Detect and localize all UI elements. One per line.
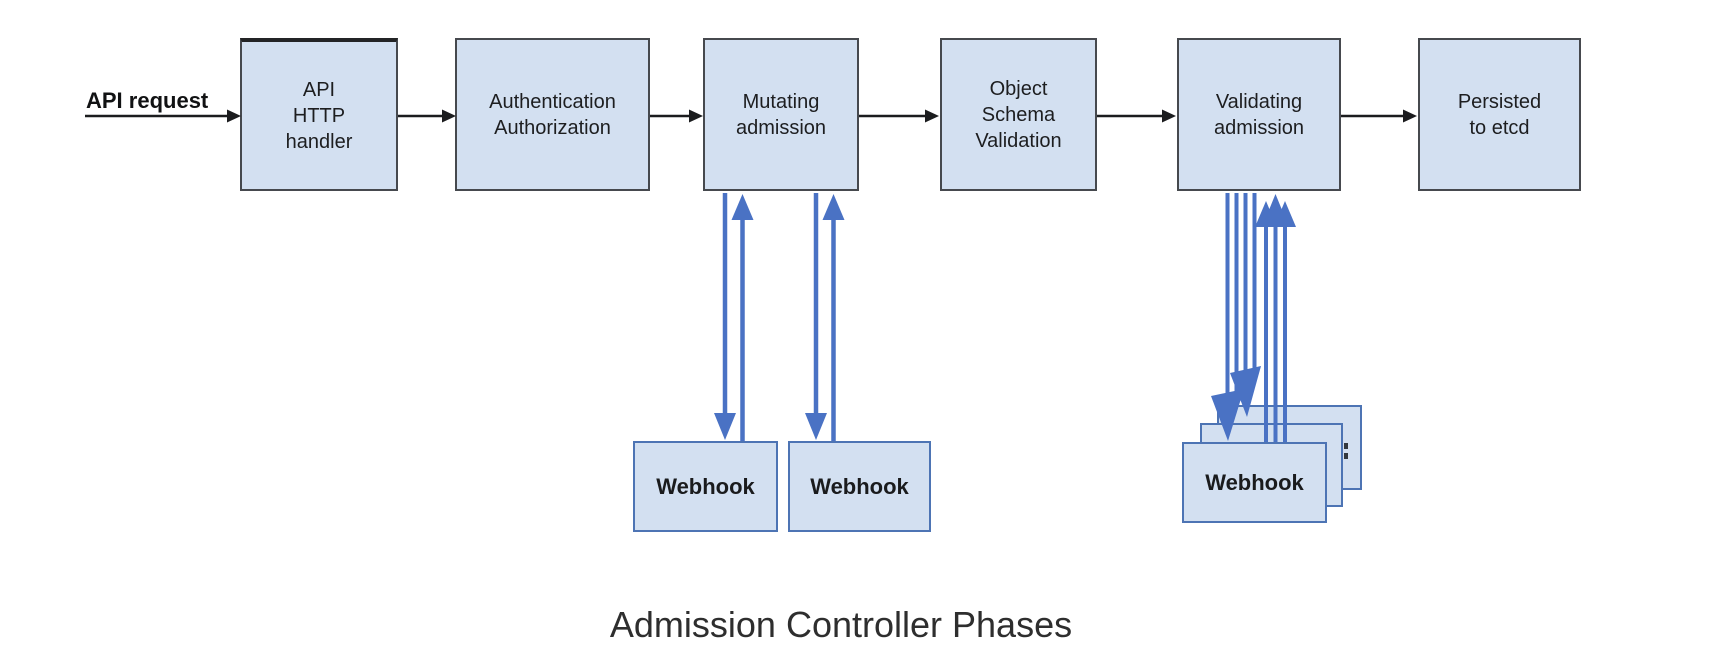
flow-arrow-mutating-to-schema [859,109,939,123]
diagram-caption: Admission Controller Phases [609,604,1073,645]
hidden-text-peek [1344,443,1348,449]
phase-box-label: Mutating admission [735,90,827,139]
phase-box-mutating-admission: Mutating admission [703,38,859,191]
webhook-label: Webhook [810,473,909,499]
phase-box-label: Object Schema Validation [975,77,1062,152]
hidden-text-peek [1344,453,1348,459]
phase-box-label: Authentication Authorization [489,90,616,139]
phase-box-api-http-handler: API HTTP handler [240,38,398,191]
phase-box-label: Validating admission [1213,90,1305,139]
flow-arrow-handler-to-auth [398,109,456,123]
webhook-label: Webhook [656,473,755,499]
mutating-webhook-arrows [714,193,845,441]
webhook-box-validating: Webhook [1182,442,1327,523]
webhook-box-mutating-2: Webhook [788,441,931,532]
api-request-label: API request [86,88,209,113]
phase-box-label: API HTTP handler [285,78,353,153]
phase-box-label: Persisted to etcd [1457,90,1542,139]
flow-arrow-auth-to-mutating [650,109,703,123]
phase-box-validating-admission: Validating admission [1177,38,1341,191]
flow-arrow-schema-to-validating [1097,109,1176,123]
webhook-label: Webhook [1205,469,1304,495]
webhook-box-mutating-1: Webhook [633,441,778,532]
phase-box-persisted-to-etcd: Persisted to etcd [1418,38,1581,191]
phase-box-object-schema-validation: Object Schema Validation [940,38,1097,191]
phase-box-authentication-authorization: Authentication Authorization [455,38,650,191]
flow-arrow-validating-to-etcd [1341,109,1417,123]
